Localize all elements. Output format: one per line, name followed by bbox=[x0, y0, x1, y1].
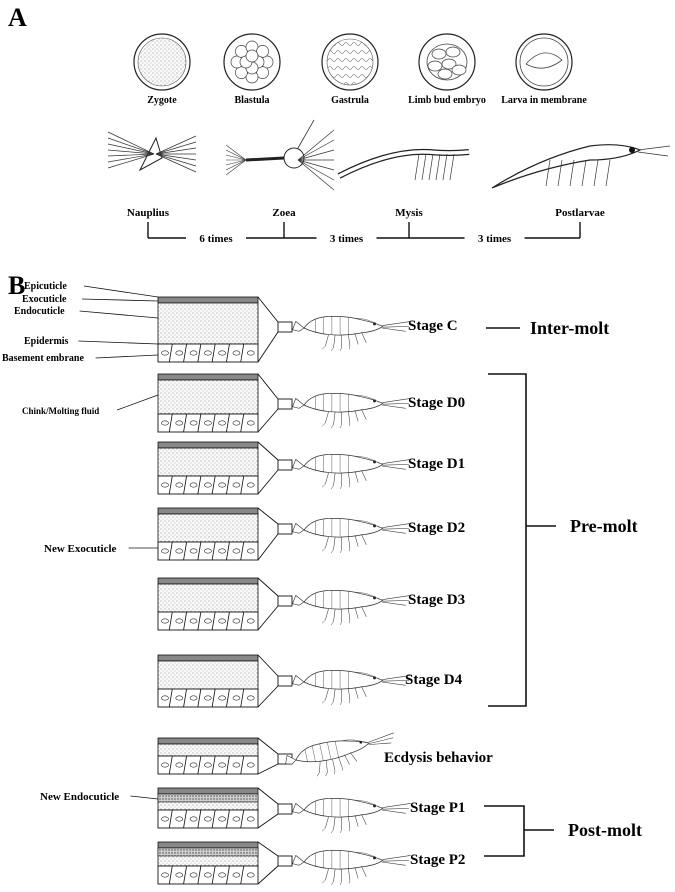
shrimp-icon bbox=[292, 797, 412, 834]
stage-label: Stage P2 bbox=[410, 852, 465, 868]
stage-label: Stage P1 bbox=[410, 800, 465, 816]
shrimp-icon bbox=[292, 315, 412, 352]
larval-stage-label: Mysis bbox=[395, 207, 423, 219]
panel-b-label: B bbox=[8, 271, 25, 300]
larval-timeline: 6 times 3 times 3 times bbox=[147, 222, 581, 245]
cuticle-section: Ecdysis behavior bbox=[157, 727, 493, 785]
limb-bud-embryo-icon bbox=[418, 33, 476, 91]
phase-label-pre-molt: Pre-molt bbox=[570, 516, 638, 536]
leader-line bbox=[78, 340, 159, 345]
shrimp-icon bbox=[292, 669, 412, 706]
leader-line bbox=[79, 310, 159, 319]
gastrula-cell-icon bbox=[321, 33, 379, 91]
stage-label: Stage D3 bbox=[408, 592, 465, 608]
stage-label: Stage D2 bbox=[408, 520, 465, 536]
shrimp-icon bbox=[292, 392, 412, 429]
postlarvae-icon bbox=[491, 144, 671, 189]
pre-molt-bracket bbox=[488, 373, 527, 707]
transition-label: 3 times bbox=[330, 233, 364, 245]
cuticle-sections: Stage C Stage D0 Stage D1 Stage D2 Stage D3 S… bbox=[157, 296, 493, 886]
transition-label: 3 times bbox=[478, 233, 512, 245]
blastula-cell-icon bbox=[223, 33, 281, 91]
zygote-cell-icon bbox=[133, 33, 191, 91]
larval-stage-label: Postlarvae bbox=[555, 207, 605, 219]
stage-label: Ecdysis behavior bbox=[384, 750, 493, 766]
panel-a-label: A bbox=[8, 3, 27, 32]
cuticle-layer-label: Epidermis bbox=[24, 336, 69, 347]
transition-label: 6 times bbox=[199, 233, 233, 245]
embryo-stage-label: Blastula bbox=[234, 95, 269, 106]
annotation-label: Chink/Molting fluid bbox=[22, 406, 99, 416]
cuticle-layer-label: Exocuticle bbox=[22, 294, 67, 305]
larval-stage-label: Zoea bbox=[272, 207, 296, 219]
cuticle-section: Stage D2 bbox=[157, 507, 465, 561]
embryo-stage-label: Limb bud embryo bbox=[408, 95, 486, 106]
leader-line bbox=[130, 795, 159, 800]
annotation-label: New Exocuticle bbox=[44, 543, 117, 555]
leader-line bbox=[95, 354, 159, 359]
cuticle-section: Stage D4 bbox=[157, 654, 463, 708]
larva-in-membrane-icon bbox=[515, 33, 573, 91]
cuticle-layer-label: Endocuticle bbox=[14, 306, 65, 317]
leader-line bbox=[81, 298, 159, 302]
mysis-larva-icon bbox=[337, 148, 470, 181]
larval-stage-label: Nauplius bbox=[127, 207, 170, 219]
cuticle-section: Stage D3 bbox=[157, 577, 465, 631]
cuticle-layer-labels: EpicuticleExocuticleEndocuticleEpidermis… bbox=[2, 281, 159, 364]
post-molt-bracket bbox=[484, 805, 525, 857]
shrimp-icon bbox=[292, 849, 412, 886]
zoea-larva-icon bbox=[225, 119, 335, 191]
stage-label: Stage C bbox=[408, 318, 458, 334]
phase-label-post-molt: Post-molt bbox=[568, 820, 642, 840]
stage-label: Stage D4 bbox=[405, 672, 463, 688]
cuticle-layer-label: Epicuticle bbox=[24, 281, 67, 292]
shrimp-icon bbox=[292, 453, 412, 490]
leader-line bbox=[83, 285, 159, 298]
embryo-stage-row: Zygote Blastula Gastrula Limb bud embryo Lar… bbox=[133, 33, 587, 106]
shrimp-icon bbox=[292, 589, 412, 626]
phase-label-inter-molt: Inter-molt bbox=[530, 318, 609, 338]
annotation-label: New Endocuticle bbox=[40, 791, 119, 803]
cuticle-section: Stage P2 bbox=[157, 841, 465, 886]
embryo-stage-label: Zygote bbox=[147, 95, 177, 106]
cuticle-section: Stage C bbox=[157, 296, 458, 363]
cuticle-section: Stage D0 bbox=[157, 373, 465, 433]
nauplius-larva-icon bbox=[107, 131, 197, 173]
stage-label: Stage D0 bbox=[408, 395, 465, 411]
embryo-stage-label: Gastrula bbox=[331, 95, 369, 106]
cuticle-section: Stage P1 bbox=[157, 787, 465, 834]
shrimp-icon bbox=[282, 727, 401, 785]
cuticle-layer-label: Basement embrane bbox=[2, 353, 84, 364]
larval-stage-row: Nauplius Zoea Mysis Postlarvae bbox=[107, 119, 671, 219]
shrimp-icon bbox=[292, 517, 412, 554]
cuticle-section: Stage D1 bbox=[157, 441, 465, 495]
stage-label: Stage D1 bbox=[408, 456, 465, 472]
leader-line bbox=[116, 394, 159, 411]
embryo-stage-label: Larva in membrane bbox=[501, 95, 587, 106]
